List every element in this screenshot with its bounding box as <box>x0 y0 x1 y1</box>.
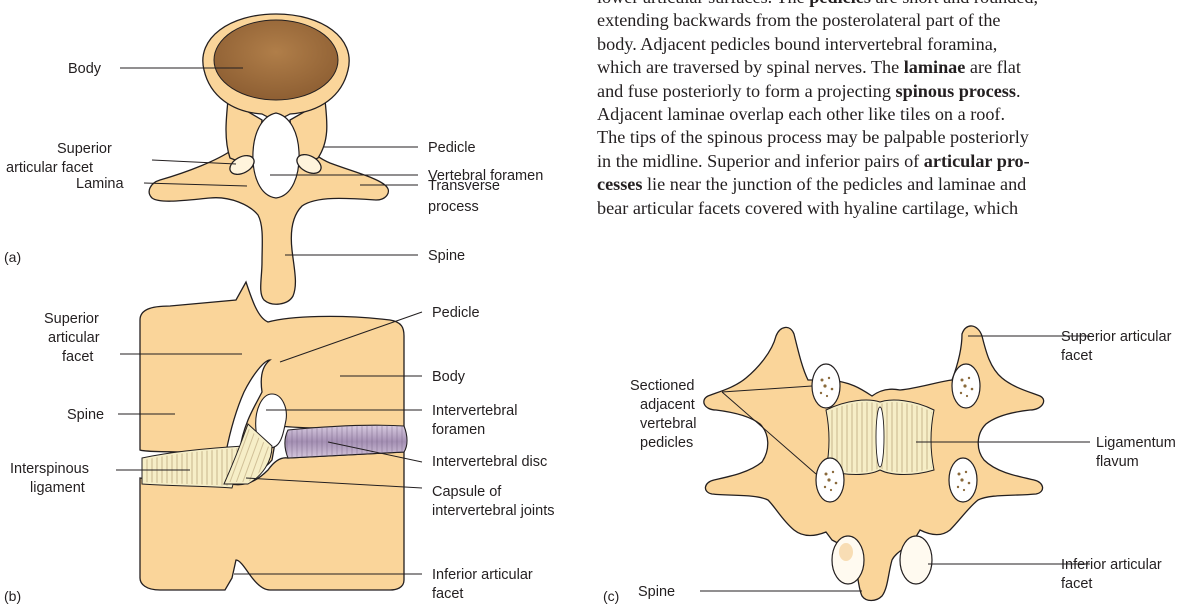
label-sup-facet-b-3: facet <box>62 349 93 365</box>
label-transverse-a-2: process <box>428 199 479 215</box>
inferior-facet-right-c <box>900 536 932 584</box>
label-sup-facet-a-1: Superior <box>57 141 112 157</box>
label-interspinous-b-2: ligament <box>30 480 85 496</box>
panel-tag-a: (a) <box>4 249 21 265</box>
label-capsule-b-2: intervertebral joints <box>432 503 555 519</box>
label-inf-facet-b-1: Inferior articular <box>432 567 533 583</box>
label-inf-facet-c-1: Inferior articular <box>1061 557 1162 573</box>
label-foramen-b-2: foramen <box>432 422 485 438</box>
label-spine-b: Spine <box>67 407 104 423</box>
label-sup-facet-a-2: articular facet <box>6 160 93 176</box>
label-foramen-b-1: Intervertebral <box>432 403 517 419</box>
panel-b: Superior articular facet Spine Interspin… <box>4 282 555 604</box>
label-flavum-c-1: Ligamentum <box>1096 435 1176 451</box>
label-flavum-c-2: flavum <box>1096 454 1139 470</box>
label-capsule-b-1: Capsule of <box>432 484 502 500</box>
vertebral-foramen <box>253 113 299 198</box>
label-spine-a: Spine <box>428 248 465 264</box>
panel-tag-c: (c) <box>603 588 619 604</box>
label-sup-facet-c-1: Superior articular <box>1061 329 1172 345</box>
label-sup-facet-b-1: Superior <box>44 311 99 327</box>
label-inf-facet-c-2: facet <box>1061 576 1092 592</box>
label-interspinous-b-1: Interspinous <box>10 461 89 477</box>
flavum-midline-gap <box>876 407 884 467</box>
label-inf-facet-b-2: facet <box>432 586 463 602</box>
inferior-facet-shade-left <box>839 543 853 561</box>
label-body-a: Body <box>68 61 102 77</box>
panel-tag-b: (b) <box>4 588 21 604</box>
label-sectioned-2: adjacent <box>640 397 695 413</box>
label-sectioned-4: pedicles <box>640 435 693 451</box>
label-pedicle-b: Pedicle <box>432 305 480 321</box>
label-lamina-a: Lamina <box>76 176 124 192</box>
label-disc-b: Intervertebral disc <box>432 454 547 470</box>
label-transverse-a-1: Transverse <box>428 178 500 194</box>
panel-a: Body Superior articular facet Lamina Ped… <box>4 14 543 304</box>
label-spine-c: Spine <box>638 584 675 600</box>
label-body-b: Body <box>432 369 466 385</box>
label-sup-facet-c-2: facet <box>1061 348 1092 364</box>
label-sectioned-1: Sectioned <box>630 378 695 394</box>
label-sup-facet-b-2: articular <box>48 330 100 346</box>
label-pedicle-a: Pedicle <box>428 140 476 156</box>
body-top-surface <box>214 20 338 100</box>
label-sectioned-3: vertebral <box>640 416 696 432</box>
panel-c: Sectioned adjacent vertebral pedicles Su… <box>603 326 1176 604</box>
